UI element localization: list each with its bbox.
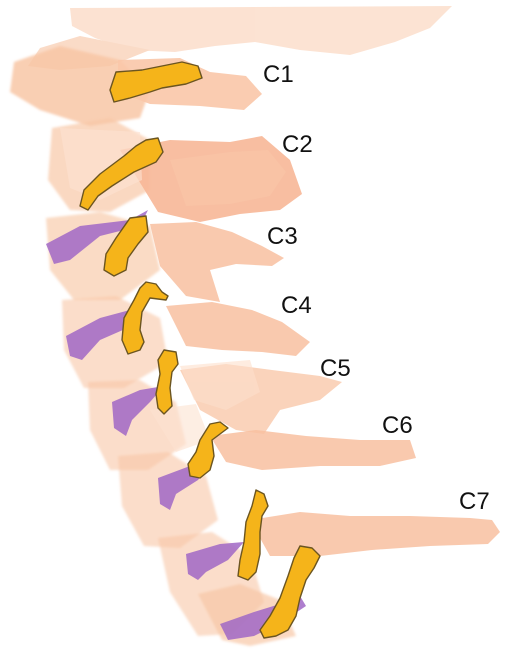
c7-process — [250, 512, 500, 556]
label-c2: C2 — [282, 133, 313, 157]
label-c3: C3 — [267, 225, 298, 249]
c3-process — [150, 222, 284, 302]
facet-joint-t1 — [260, 546, 320, 638]
label-c5: C5 — [320, 357, 351, 381]
label-c7: C7 — [459, 490, 490, 514]
label-c1: C1 — [263, 63, 294, 87]
label-c4: C4 — [281, 294, 312, 318]
label-c6: C6 — [382, 414, 413, 438]
